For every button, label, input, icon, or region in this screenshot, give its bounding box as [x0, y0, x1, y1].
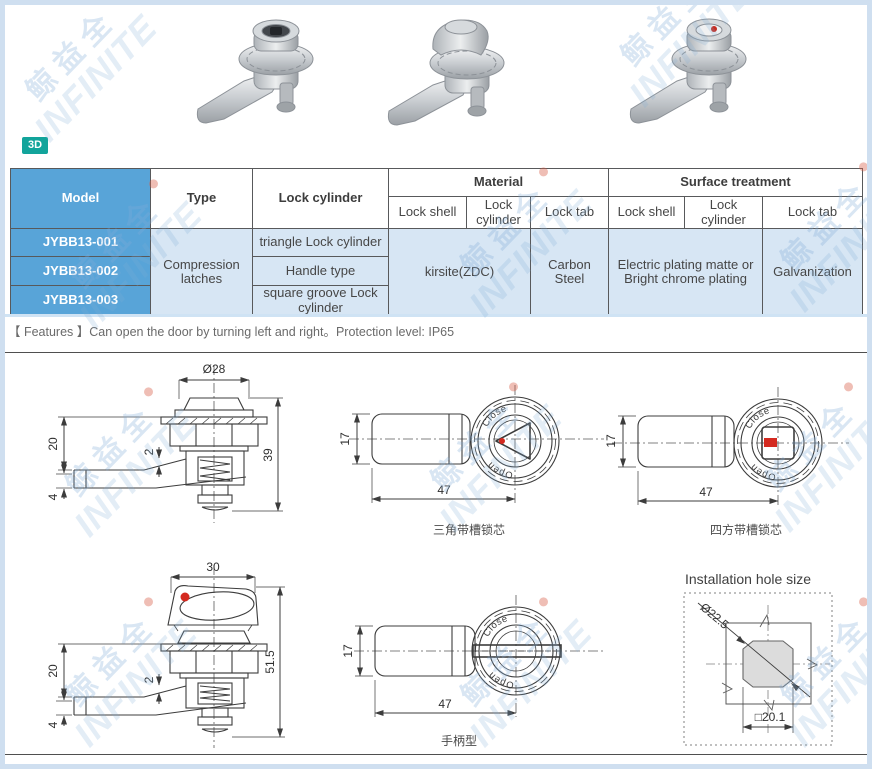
features-line: 【 Features 】Can open the door by turning…	[8, 325, 455, 339]
dim-label: 2	[142, 448, 156, 455]
lever-arm-bottom	[74, 476, 247, 489]
header-model: Model	[10, 168, 151, 229]
header-surface-treatment: Surface treatment	[608, 168, 863, 197]
dim-label: 4	[46, 721, 60, 728]
model-cell-1: JYBB13-001	[10, 228, 151, 257]
subheader-material-lock-tab: Lock tab	[530, 196, 609, 229]
latch-outline	[73, 585, 268, 733]
product-photo-cam-latch-3	[629, 18, 747, 124]
product-photo-cam-latch-1	[196, 19, 314, 124]
subheader-material-lock-cylinder: Lock cylinder	[466, 196, 531, 229]
subheader-surface-lock-tab: Lock tab	[762, 196, 863, 229]
header-lock-cylinder: Lock cylinder	[252, 168, 389, 229]
dim-label: 20	[46, 664, 60, 678]
dim-label: Ø28	[203, 362, 226, 376]
subheader-surface-lock-shell: Lock shell	[608, 196, 685, 229]
cylinder-cell-3: square groove Lock cylinder	[252, 284, 389, 317]
drawing-bottom-view-handle: Close Open 17 47 手柄型	[341, 595, 604, 748]
drawings-svg: Ø28 39 20 2	[46, 362, 849, 748]
product-photo-wing-knob-2	[387, 19, 505, 126]
table-row: JYBB13-001 Compression latches triangle …	[10, 227, 863, 317]
red-dot-marker	[499, 438, 505, 444]
header-material: Material	[388, 168, 609, 197]
table-bottom-accent	[5, 314, 867, 317]
drawing-bottom-view-triangle: Close Open 17 47 三角带槽锁芯	[338, 385, 604, 537]
drawing-caption: 手柄型	[441, 734, 477, 748]
surface-shell-cylinder-cell: Electric plating matte or Bright chrome …	[608, 227, 763, 317]
dim-label: 30	[206, 560, 220, 574]
latch-art	[629, 18, 747, 124]
surface-tab-cell: Galvanization	[762, 227, 863, 317]
dim-label: 17	[341, 644, 355, 658]
cylinder-cell-2: Handle type	[252, 256, 389, 286]
drawing-caption: 三角带槽锁芯	[433, 522, 505, 537]
dim-label: 2	[142, 676, 156, 683]
technical-drawings-panel: Ø28 39 20 2	[3, 352, 869, 755]
dim-label: 17	[338, 432, 352, 446]
subheader-material-lock-shell: Lock shell	[388, 196, 467, 229]
red-dot-marker	[180, 592, 190, 602]
spring	[199, 459, 231, 481]
model-cell-2: JYBB13-002	[10, 256, 151, 286]
drawing-caption: 四方带槽锁芯	[710, 522, 782, 537]
dim-label: □20.1	[755, 710, 786, 724]
dim-label: 39	[261, 448, 275, 462]
dim-label: 47	[699, 485, 713, 499]
badge-3d[interactable]: 3D	[22, 137, 49, 155]
installation-title: Installation hole size	[685, 571, 811, 587]
subheader-surface-lock-cylinder: Lock cylinder	[684, 196, 763, 229]
type-cell: Compression latches	[150, 227, 253, 317]
material-shell-cylinder-cell: kirsite(ZDC)	[388, 227, 531, 317]
latch-art	[387, 19, 505, 126]
handle-knob	[167, 585, 259, 626]
drawing-installation-hole: Installation hole size Ø22.5 □20.1	[683, 571, 833, 746]
red-square-marker	[764, 438, 777, 447]
square-key-slot	[761, 426, 795, 460]
product-photos-strip	[5, 5, 867, 133]
drawing-side-view-handle-type: 30 51.5	[46, 560, 285, 748]
model-cell-3: JYBB13-003	[10, 284, 151, 317]
drawing-side-view-compression-latch: Ø28 39 20 2	[46, 362, 283, 523]
spec-table: Model Type Lock cylinder Material Surfac…	[10, 168, 863, 317]
cylinder-cell-1: triangle Lock cylinder	[252, 228, 389, 257]
dim-label: 51.5	[263, 650, 277, 674]
table-row: JYBB13-002 Handle type	[10, 256, 863, 286]
drawing-bottom-view-square: Close Open 17 47 四方带槽锁芯	[604, 387, 849, 537]
dim-label: 47	[438, 697, 452, 711]
triangle-key-slot	[495, 422, 531, 460]
dim-label: 20	[46, 437, 60, 451]
dim-label: 17	[604, 434, 618, 448]
lever-arm-top	[74, 458, 187, 471]
material-tab-cell: Carbon Steel	[530, 227, 609, 317]
hole-shape	[742, 640, 794, 688]
latch-art	[196, 19, 314, 124]
dim-label: 47	[437, 483, 451, 497]
spring	[199, 685, 231, 702]
latch-outline	[73, 397, 268, 511]
dim-label: 4	[46, 493, 60, 500]
header-type: Type	[150, 168, 253, 229]
